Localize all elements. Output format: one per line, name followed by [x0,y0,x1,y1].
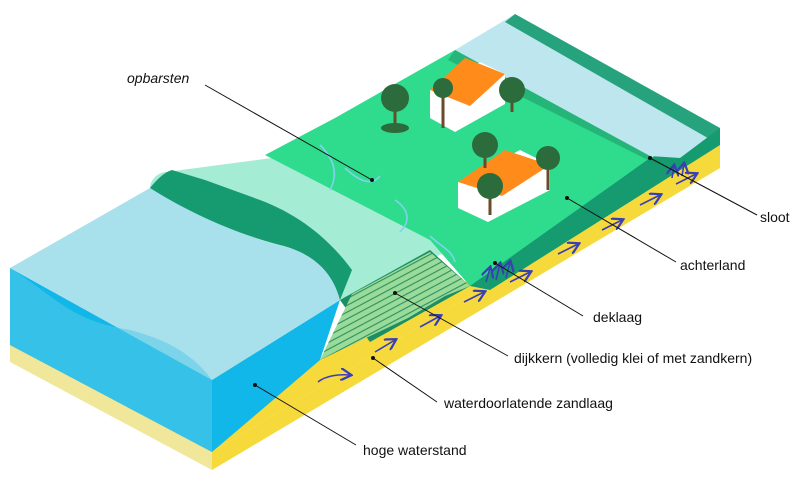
flow-arrow-icon [675,174,696,185]
leader-dot [493,261,497,265]
flow-arrows [317,164,696,383]
flow-arrow-icon [374,340,395,353]
crack-2 [344,167,381,183]
leader-achterland [566,197,677,263]
leader-dots [253,156,652,387]
leader-dot [565,196,569,200]
label-dijkkern: dijkkern (volledig klei of met zandkern) [514,350,752,366]
ditch [455,14,720,158]
flow-arrow-icon [509,272,530,283]
water-body [10,188,341,452]
leader-waterstand [254,384,357,446]
crack-1 [319,144,336,191]
leader-deklaag [494,262,584,317]
flow-arrow-icon [496,264,500,281]
tree-icon [433,78,453,128]
tree-icon [472,132,498,168]
leader-zandlaag [372,357,438,403]
hinterland [265,14,720,290]
label-sloot: sloot [760,209,790,225]
leader-sloot [649,157,758,216]
label-waterstand: hoge waterstand [363,442,467,458]
label-zandlaag: waterdoorlatende zandlaag [443,395,613,411]
flow-arrow-icon [639,195,660,206]
crack-4 [429,235,456,263]
flow-arrow-icon [317,375,350,383]
leader-dijkkern [394,292,509,357]
tree-icon [499,77,525,112]
flow-arrow-icon [463,292,484,303]
tree-icon [477,173,503,215]
trees [381,77,560,215]
leader-lines [204,84,758,446]
ditch-far-bank [505,14,720,145]
flow-arrow-icon [682,164,684,177]
leader-dot [253,383,257,387]
water-side [212,300,340,452]
dike-crest [150,170,352,300]
water-front-wave [10,268,212,452]
label-opbarsten: opbarsten [127,70,189,86]
label-deklaag: deklaag [593,309,642,325]
flow-arrow-icon [557,244,578,255]
tree-icon [536,146,560,190]
leader-dot [393,291,397,295]
flow-arrow-icon [486,268,490,283]
hinterland-side [470,128,720,290]
dike-core [320,252,470,360]
label-achterland: achterland [680,257,745,273]
leader-opbarsten [204,84,373,181]
flow-arrow-icon [419,316,440,328]
leader-dot [370,178,374,182]
flow-arrow-icon [672,166,674,179]
tree-icon [381,84,409,133]
flow-arrow-icon [506,262,510,279]
cracks [319,144,456,263]
leader-dot [371,356,375,360]
crack-3 [394,199,408,233]
sand-layer-front [10,345,212,470]
leader-dot [648,156,652,160]
water-surface [10,188,341,380]
sand-layer-top [212,145,720,470]
